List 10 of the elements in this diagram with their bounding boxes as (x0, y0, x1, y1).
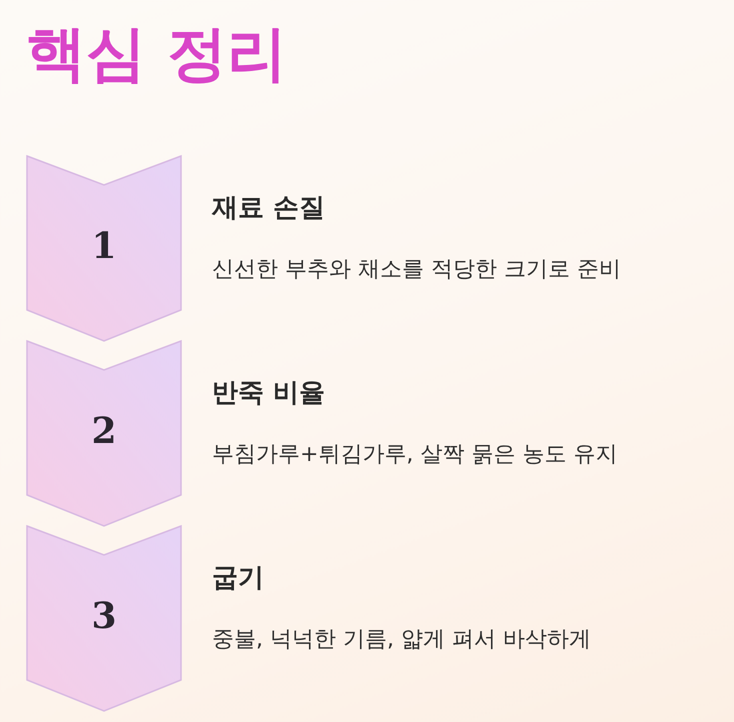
step-number: 3 (90, 597, 118, 637)
step-heading: 굽기 (212, 563, 264, 594)
title: 핵심 정리 (26, 18, 287, 90)
step-heading: 반죽 비율 (212, 378, 326, 410)
step-number: 1 (90, 227, 118, 267)
step-description: 중불, 넉넉한 기름, 얇게 펴서 바삭하게 (212, 627, 591, 654)
step-number: 2 (90, 412, 118, 452)
step-heading: 재료 손질 (212, 193, 326, 224)
step-description: 신선한 부추와 채소를 적당한 크기로 준비 (212, 257, 621, 284)
step-description: 부침가루+튀김가루, 살짝 묽은 농도 유지 (212, 442, 618, 468)
